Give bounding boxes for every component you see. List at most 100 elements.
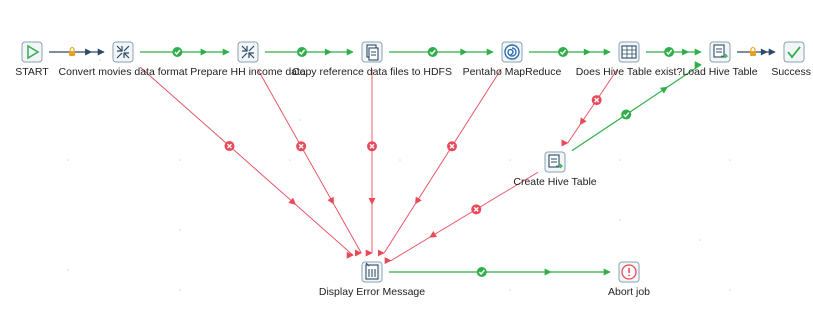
play-icon (27, 44, 40, 60)
file-front (368, 47, 379, 61)
hop-arrow (544, 268, 552, 276)
file-copy-icon (366, 44, 379, 61)
hop-mapreduce-to-error[interactable] (383, 68, 502, 254)
table-check-icon (621, 45, 637, 59)
script-lines (716, 48, 722, 53)
node-load[interactable]: Load Hive Table (682, 41, 758, 78)
grid-dot (509, 159, 511, 161)
abort-dot (628, 274, 630, 277)
hop-arrow (200, 48, 208, 56)
node-start[interactable]: START (15, 41, 49, 78)
hop-load-to-success[interactable] (737, 46, 775, 57)
hop-line[interactable] (257, 68, 362, 254)
check-mark (429, 49, 436, 56)
node-box[interactable] (21, 41, 43, 63)
transform-icon (116, 45, 130, 59)
grid-dot (699, 239, 701, 241)
success-badge-icon (476, 267, 487, 277)
success-badge-icon (427, 47, 438, 57)
check-mark (174, 49, 181, 56)
cross-mark (594, 97, 600, 103)
grid-dot (729, 159, 731, 161)
hop-error-to-abort[interactable] (389, 267, 610, 277)
node-exists[interactable]: Does Hive Table exist? (576, 41, 683, 78)
hop-line[interactable] (567, 68, 618, 144)
hop-prepare-to-error[interactable] (257, 68, 362, 254)
hop-line[interactable] (139, 66, 354, 256)
mapreduce-icon (504, 44, 520, 60)
play-glyph (27, 44, 40, 60)
hop-exists-to-load[interactable] (646, 47, 701, 57)
hop-arrow (660, 86, 668, 94)
hop-create-to-error[interactable] (390, 171, 539, 261)
grid-dot (299, 119, 301, 121)
hop-arrow (368, 197, 376, 205)
hop-arrow (414, 196, 422, 205)
hop-create-to-load[interactable] (571, 64, 702, 152)
table-outline (621, 45, 637, 59)
node-label: Convert movies data format (59, 66, 188, 78)
hop-prepare-to-copy[interactable] (265, 47, 353, 57)
grid-dot (67, 269, 69, 271)
hop-line[interactable] (571, 64, 702, 152)
hop-arrow (760, 48, 768, 56)
lock-shackle (750, 46, 756, 51)
message-pointer (365, 262, 370, 267)
node-label: Copy reference data files to HDFS (292, 66, 452, 78)
grid-dot (289, 159, 291, 161)
node-label: Load Hive Table (682, 66, 757, 78)
check-mark (666, 49, 673, 56)
cross-mark (449, 143, 455, 149)
hop-arrow (85, 48, 93, 56)
hop-line[interactable] (390, 171, 539, 261)
check-mark (623, 112, 630, 118)
hop-arrow (324, 48, 332, 56)
node-convert[interactable]: Convert movies data format (59, 41, 188, 78)
grid-dot (619, 219, 621, 221)
node-success[interactable]: Success (771, 41, 811, 78)
grid-dot (179, 289, 181, 291)
check-mark (478, 269, 485, 276)
check-mark (559, 49, 567, 56)
hop-copy-to-mapreduce[interactable] (389, 47, 493, 57)
transform-glyph (116, 45, 130, 59)
spiral-inner (507, 47, 517, 57)
node-label: Create Hive Table (513, 176, 596, 188)
node-error[interactable]: Display Error Message (319, 261, 425, 298)
node-prepare[interactable]: Prepare HH income data (190, 41, 306, 78)
node-box[interactable] (112, 41, 134, 63)
hop-line[interactable] (383, 68, 502, 254)
node-mapreduce[interactable]: Pentaho MapReduce (463, 41, 562, 78)
success-badge-icon (296, 47, 307, 57)
hop-arrow (327, 196, 334, 205)
node-create[interactable]: Create Hive Table (513, 151, 597, 188)
node-copy[interactable]: Copy reference data files to HDFS (292, 41, 452, 78)
hop-exists-to-create[interactable] (567, 68, 618, 144)
success-badge-icon (664, 47, 675, 57)
message-icon (365, 262, 379, 280)
hop-arrow (288, 197, 296, 205)
file-lines (371, 51, 376, 56)
node-box[interactable] (783, 41, 805, 63)
hop-copy-to-error[interactable] (367, 69, 377, 253)
success-badge-icon (621, 109, 632, 120)
node-label: START (15, 66, 49, 78)
check-glyph (787, 46, 801, 59)
hop-start-to-convert[interactable] (49, 46, 104, 57)
hop-convert-to-prepare[interactable] (140, 47, 229, 57)
cross-mark (298, 143, 304, 149)
checkmark-icon (787, 46, 801, 59)
hop-mapreduce-to-exists[interactable] (529, 47, 610, 57)
hop-arrow (460, 48, 468, 56)
hop-arrow (583, 48, 591, 56)
script-arrow (721, 53, 729, 59)
node-abort[interactable]: Abort job (608, 261, 650, 298)
node-box[interactable] (237, 41, 259, 63)
hop-arrow (429, 231, 437, 238)
node-label: Success (771, 66, 811, 78)
hop-convert-to-error[interactable] (139, 66, 354, 256)
grid-dot (399, 159, 401, 161)
cross-mark (226, 143, 232, 149)
